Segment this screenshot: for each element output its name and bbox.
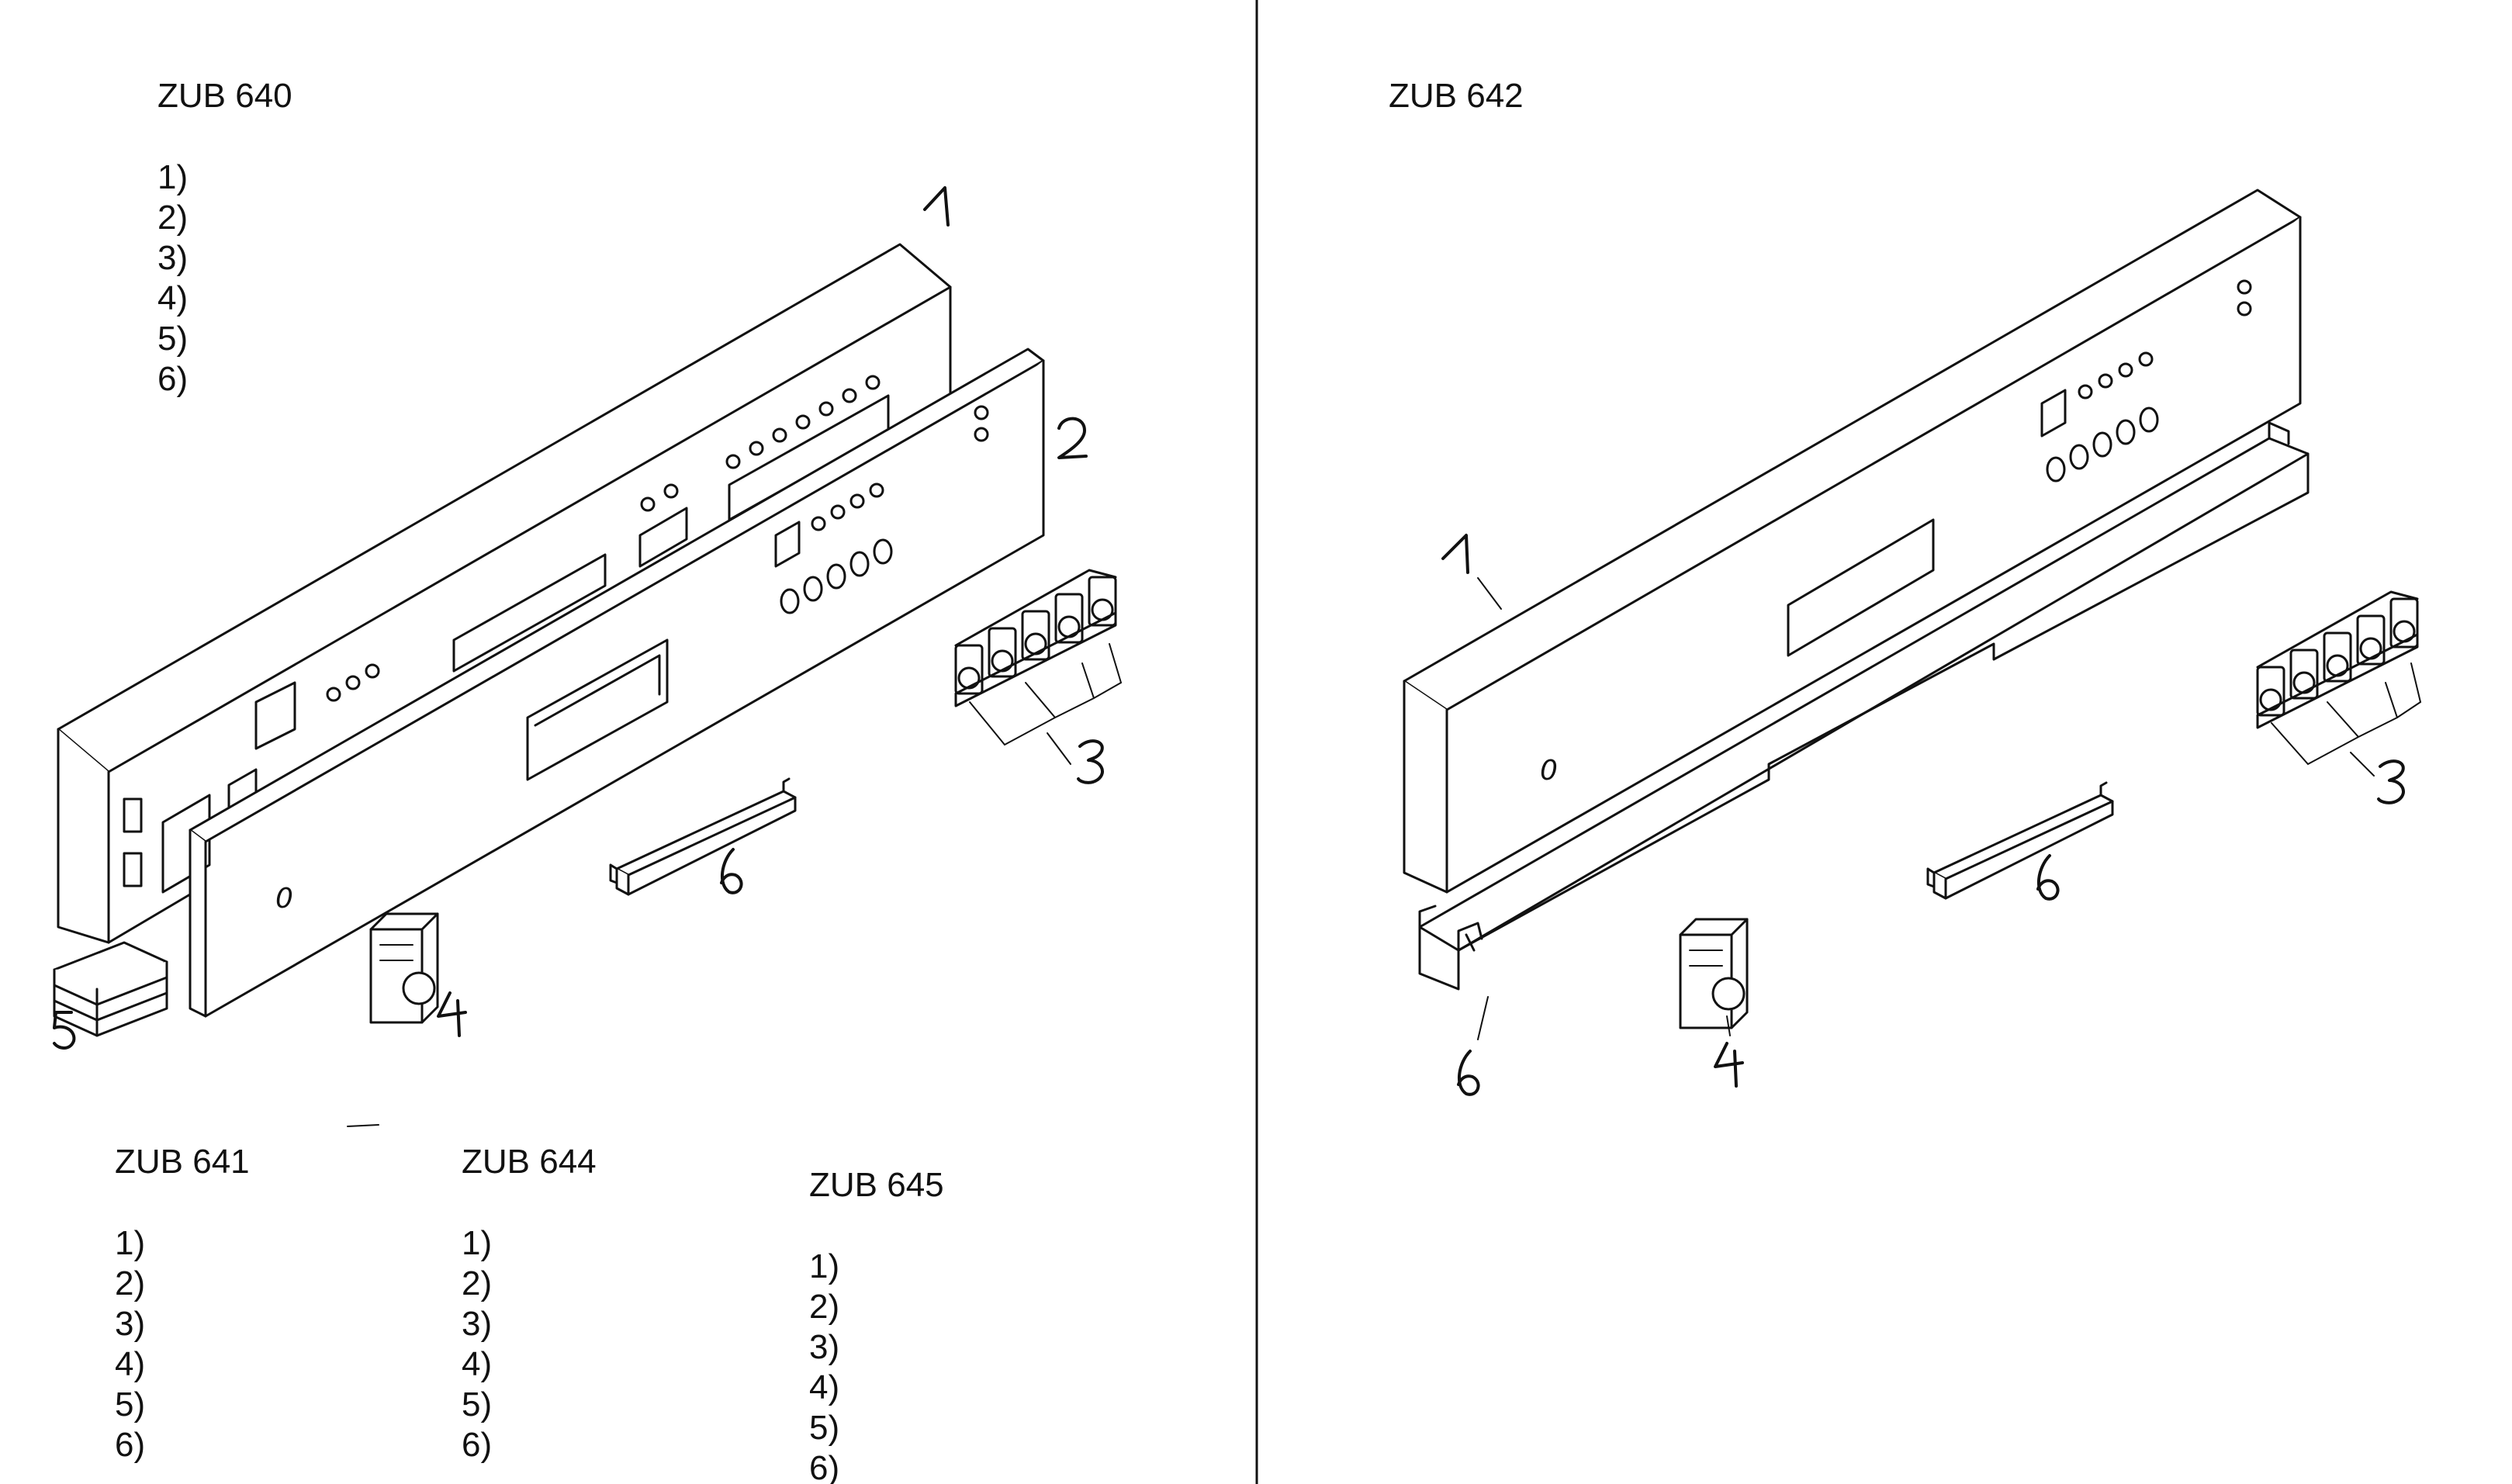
left-part-4-knob xyxy=(369,912,439,1024)
item-1: 1) xyxy=(115,1224,145,1262)
item-4: 4) xyxy=(809,1368,839,1406)
item-5: 5) xyxy=(115,1385,145,1423)
group-zub-640: ZUB 640 1) 2) 3) 4) 5) 6) xyxy=(157,77,292,398)
item-6: 6) xyxy=(462,1426,492,1464)
group-title: ZUB 645 xyxy=(809,1166,944,1204)
group-zub-641: ZUB 641 1) 2) 3) 4) 5) 6) xyxy=(115,1143,250,1464)
item-4: 4) xyxy=(157,279,188,317)
group-title: ZUB 640 xyxy=(157,77,292,115)
left-callout-4 xyxy=(437,991,467,1037)
item-3: 3) xyxy=(809,1328,839,1366)
item-6: 6) xyxy=(115,1426,145,1464)
left-callout-5 xyxy=(53,1011,76,1050)
left-part-3-selector-row xyxy=(954,569,1123,765)
item-1: 1) xyxy=(809,1247,839,1285)
right-part-6-clip xyxy=(1926,781,2114,900)
group-zub-644: ZUB 644 1) 2) 3) 4) 5) 6) xyxy=(462,1143,597,1464)
right-part-4-knob xyxy=(1679,918,1749,1029)
right-part-3-selector-row xyxy=(2256,590,2422,777)
item-2: 2) xyxy=(157,199,188,237)
fascia-marking-zero: 0 xyxy=(275,883,293,915)
item-5: 5) xyxy=(809,1409,839,1447)
item-4: 4) xyxy=(462,1345,492,1383)
item-6: 6) xyxy=(809,1449,839,1484)
left-part-5-stack xyxy=(53,941,168,1037)
item-2: 2) xyxy=(115,1264,145,1302)
item-1: 1) xyxy=(462,1224,492,1262)
item-4: 4) xyxy=(115,1345,145,1383)
left-part-6-clip xyxy=(609,777,797,896)
right-part-6-bottom-rail xyxy=(1418,421,2310,991)
left-part-1-panel-housing xyxy=(57,243,952,944)
group-title: ZUB 641 xyxy=(115,1143,250,1181)
left-callout-3 xyxy=(1077,739,1104,784)
item-2: 2) xyxy=(809,1288,839,1326)
group-zub-645: ZUB 645 1) 2) 3) 4) 5) 6) xyxy=(809,1166,944,1484)
item-3: 3) xyxy=(157,239,188,277)
right-part-1-panel-housing: 0 xyxy=(1403,189,2302,894)
item-3: 3) xyxy=(462,1305,492,1343)
left-callout-1 xyxy=(923,186,950,227)
housing-marking-zero: 0 xyxy=(1540,755,1558,787)
item-6: 6) xyxy=(157,360,188,398)
right-callout-6-rail xyxy=(1457,996,1489,1096)
group-title: ZUB 644 xyxy=(462,1143,597,1181)
item-5: 5) xyxy=(462,1385,492,1423)
item-3: 3) xyxy=(115,1305,145,1343)
group-zub-642: ZUB 642 xyxy=(1389,77,1524,115)
left-callout-6 xyxy=(720,848,743,894)
item-1: 1) xyxy=(157,158,188,196)
right-callout-1 xyxy=(1441,534,1502,610)
stray-mark xyxy=(347,1124,379,1127)
left-part-2-front-fascia: 0 xyxy=(189,348,1045,1018)
right-callout-3 xyxy=(2377,759,2405,804)
group-title: ZUB 642 xyxy=(1389,77,1524,115)
right-callout-6-clip xyxy=(2036,854,2060,901)
left-callout-2 xyxy=(1057,417,1088,459)
item-5: 5) xyxy=(157,320,188,358)
right-callout-4 xyxy=(1714,1015,1744,1088)
item-2: 2) xyxy=(462,1264,492,1302)
